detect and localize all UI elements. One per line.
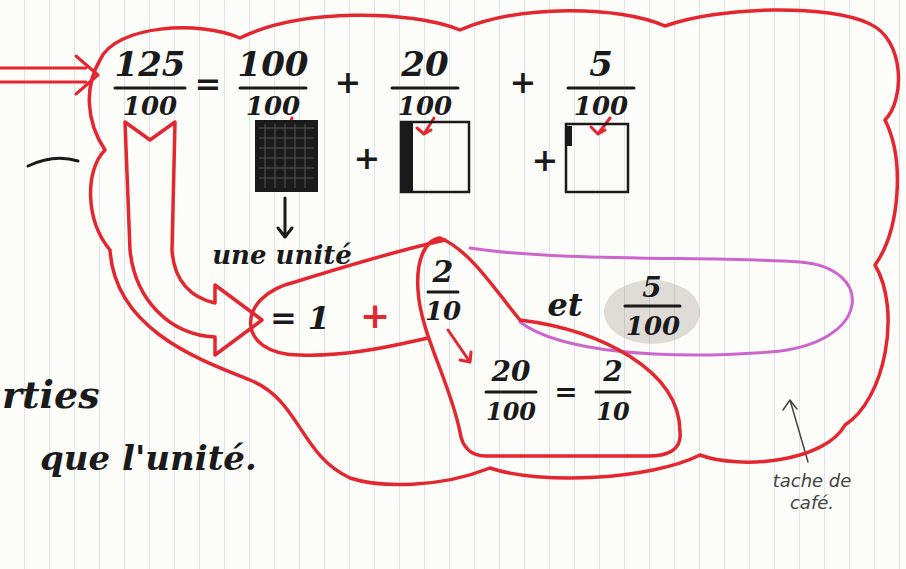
handwritten-text: 20 bbox=[492, 358, 531, 386]
hundredths-bar bbox=[566, 126, 572, 146]
handwritten-text: 5 bbox=[589, 47, 613, 81]
handwritten-text: = 1 bbox=[270, 302, 330, 334]
handwritten-text: 100 bbox=[246, 93, 300, 119]
down-arrow bbox=[278, 198, 292, 237]
handwritten-text: 10 bbox=[425, 298, 461, 324]
fraction-bar bbox=[568, 87, 634, 90]
handwritten-text: 2 bbox=[433, 257, 454, 287]
fraction-bar bbox=[486, 391, 536, 394]
handwritten-text: 100 bbox=[123, 93, 177, 119]
fraction-bar bbox=[625, 305, 680, 308]
handwritten-text: 100 bbox=[626, 313, 680, 339]
stain-note: tache de café. bbox=[766, 470, 858, 513]
handwritten-text: 10 bbox=[596, 400, 629, 424]
handwritten-text: + bbox=[532, 144, 559, 176]
handwritten-text: 2 bbox=[603, 358, 622, 386]
unit-square bbox=[401, 122, 469, 192]
tenths-bar bbox=[401, 122, 413, 192]
hollow-arrow bbox=[125, 122, 262, 355]
triangle-region: 2 10 20 100 = 2 10 bbox=[410, 230, 695, 460]
fraction-bar bbox=[428, 291, 458, 294]
cloud-outline bbox=[89, 10, 898, 485]
fraction-bar bbox=[596, 391, 630, 394]
fraction-bar bbox=[115, 87, 185, 90]
handwritten-text: 100 bbox=[486, 400, 536, 424]
handwritten-text: + bbox=[510, 66, 537, 98]
lasso-outline bbox=[251, 240, 445, 355]
handwritten-text: 5 bbox=[642, 274, 661, 302]
margin-note: rties bbox=[2, 376, 100, 414]
unit-square bbox=[566, 124, 628, 192]
handwritten-text: + bbox=[354, 142, 381, 174]
unit-square-full bbox=[255, 120, 318, 192]
handwritten-text: + bbox=[360, 297, 390, 333]
handwritten-text: une unité bbox=[212, 242, 352, 268]
handwritten-text: 100 bbox=[574, 93, 628, 119]
handwritten-text: + bbox=[335, 66, 362, 98]
handwritten-text: 100 bbox=[238, 47, 309, 81]
handwritten-text: et bbox=[547, 289, 582, 321]
fraction-bar bbox=[240, 87, 306, 90]
margin-note: que l'unité. bbox=[40, 441, 257, 475]
pointer-arrow bbox=[591, 118, 610, 134]
handwritten-text: 100 bbox=[398, 93, 452, 119]
pointer-arrow bbox=[448, 330, 471, 362]
implies-arrow bbox=[0, 68, 86, 82]
triangle-outline bbox=[418, 238, 680, 456]
pointer-arrow bbox=[417, 118, 434, 134]
handwritten-text: = bbox=[554, 378, 577, 406]
handwritten-text: = bbox=[195, 68, 222, 100]
lasso-outline-pink bbox=[470, 248, 852, 355]
pen-stroke bbox=[28, 158, 78, 166]
square-hatching bbox=[259, 124, 314, 188]
handwritten-text: 125 bbox=[115, 47, 186, 81]
fraction-bar bbox=[392, 87, 458, 90]
handwritten-text: 20 bbox=[401, 47, 448, 81]
